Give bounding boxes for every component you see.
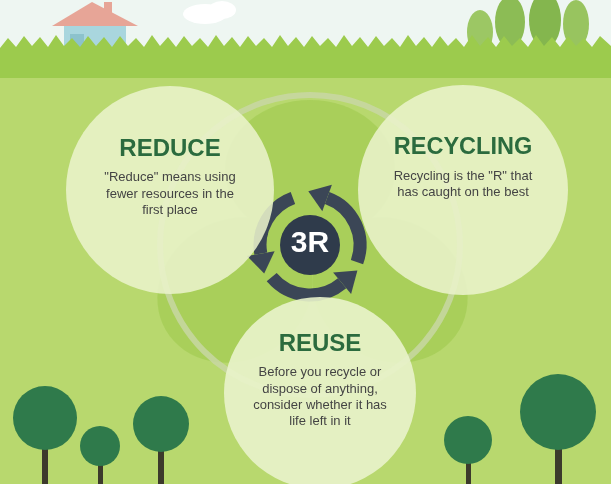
text-block: 3R [282, 225, 338, 266]
circle-shape [358, 85, 568, 295]
circle-shape [280, 215, 340, 275]
center-badge: 3R [279, 214, 341, 276]
concept-circle: REUSE Before you recycle or dispose of an… [223, 296, 417, 484]
cloud [208, 1, 236, 19]
circle-heading: 3R [282, 225, 338, 258]
ground [0, 78, 611, 484]
grass-band [0, 35, 611, 80]
circle-body: Before you recycle or dispose of anythin… [250, 364, 390, 429]
cycle-arrows [260, 198, 360, 295]
circle-heading: REUSE [250, 330, 390, 356]
text-block: REUSE Before you recycle or dispose of an… [250, 330, 390, 429]
circle-heading: RECYCLING [393, 134, 533, 160]
circle-body: "Reduce" means using fewer resources in … [100, 169, 240, 218]
circle-heading: REDUCE [100, 135, 240, 161]
text-block: RECYCLING Recycling is the "R" that has c… [393, 134, 533, 200]
circle-shape [224, 297, 416, 484]
text-block: REDUCE "Reduce" means using fewer resourc… [100, 135, 240, 218]
concept-circle: RECYCLING Recycling is the "R" that has c… [357, 84, 569, 296]
circle-body: Recycling is the "R" that has caught on … [393, 168, 533, 201]
circle-shape [66, 86, 274, 294]
concept-circle: REDUCE "Reduce" means using fewer resourc… [65, 85, 275, 295]
